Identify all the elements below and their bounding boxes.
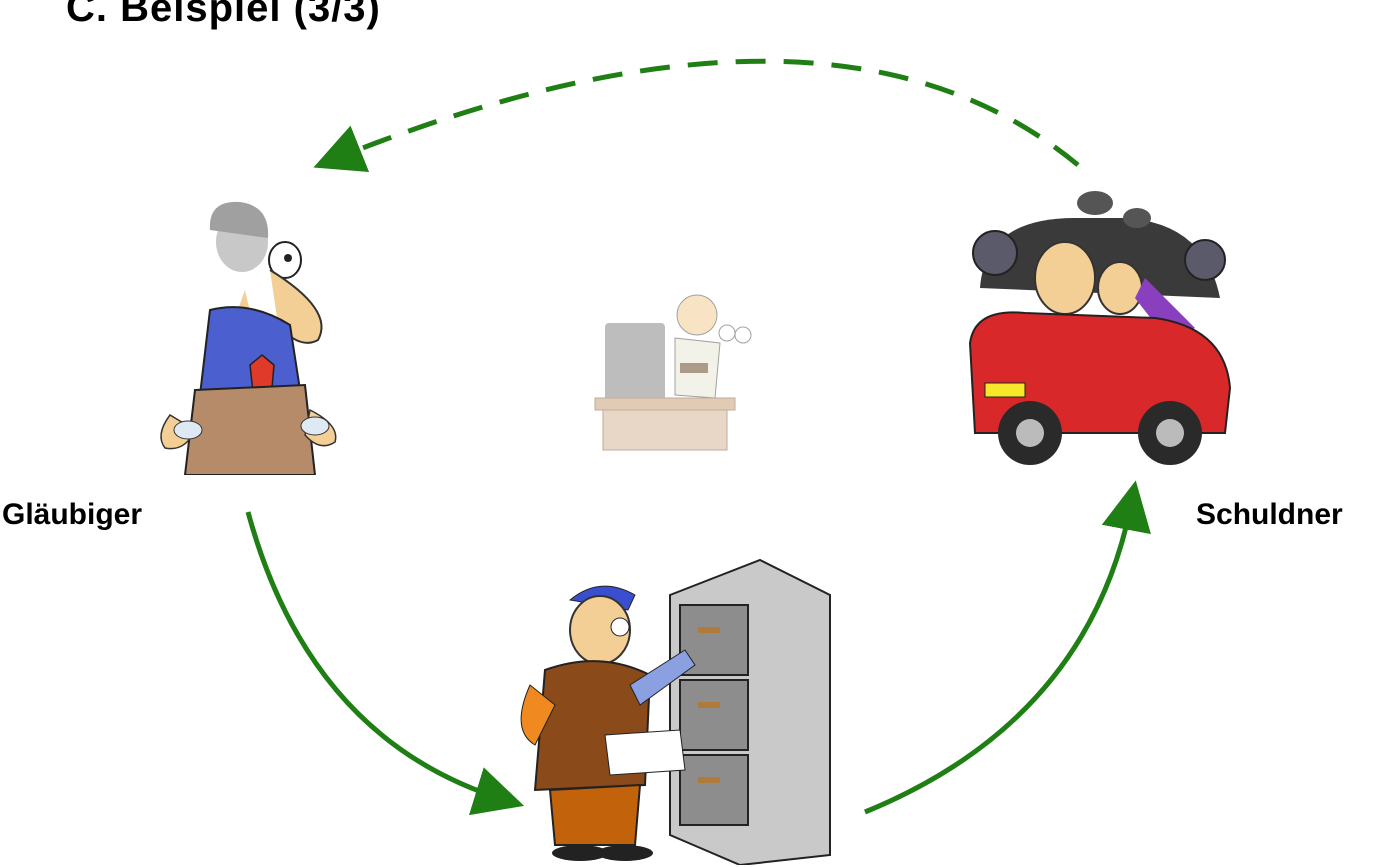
arrow-schuldner-to-glaeubiger bbox=[332, 61, 1078, 165]
arrow-glaeubiger-to-beamter bbox=[248, 512, 505, 800]
arrow-beamter-to-schuldner bbox=[865, 500, 1132, 812]
debtor-car-figure bbox=[955, 178, 1245, 468]
official-filing-cabinet-figure bbox=[510, 555, 840, 865]
creditor-figure bbox=[150, 190, 350, 475]
judge-figure bbox=[585, 283, 765, 453]
